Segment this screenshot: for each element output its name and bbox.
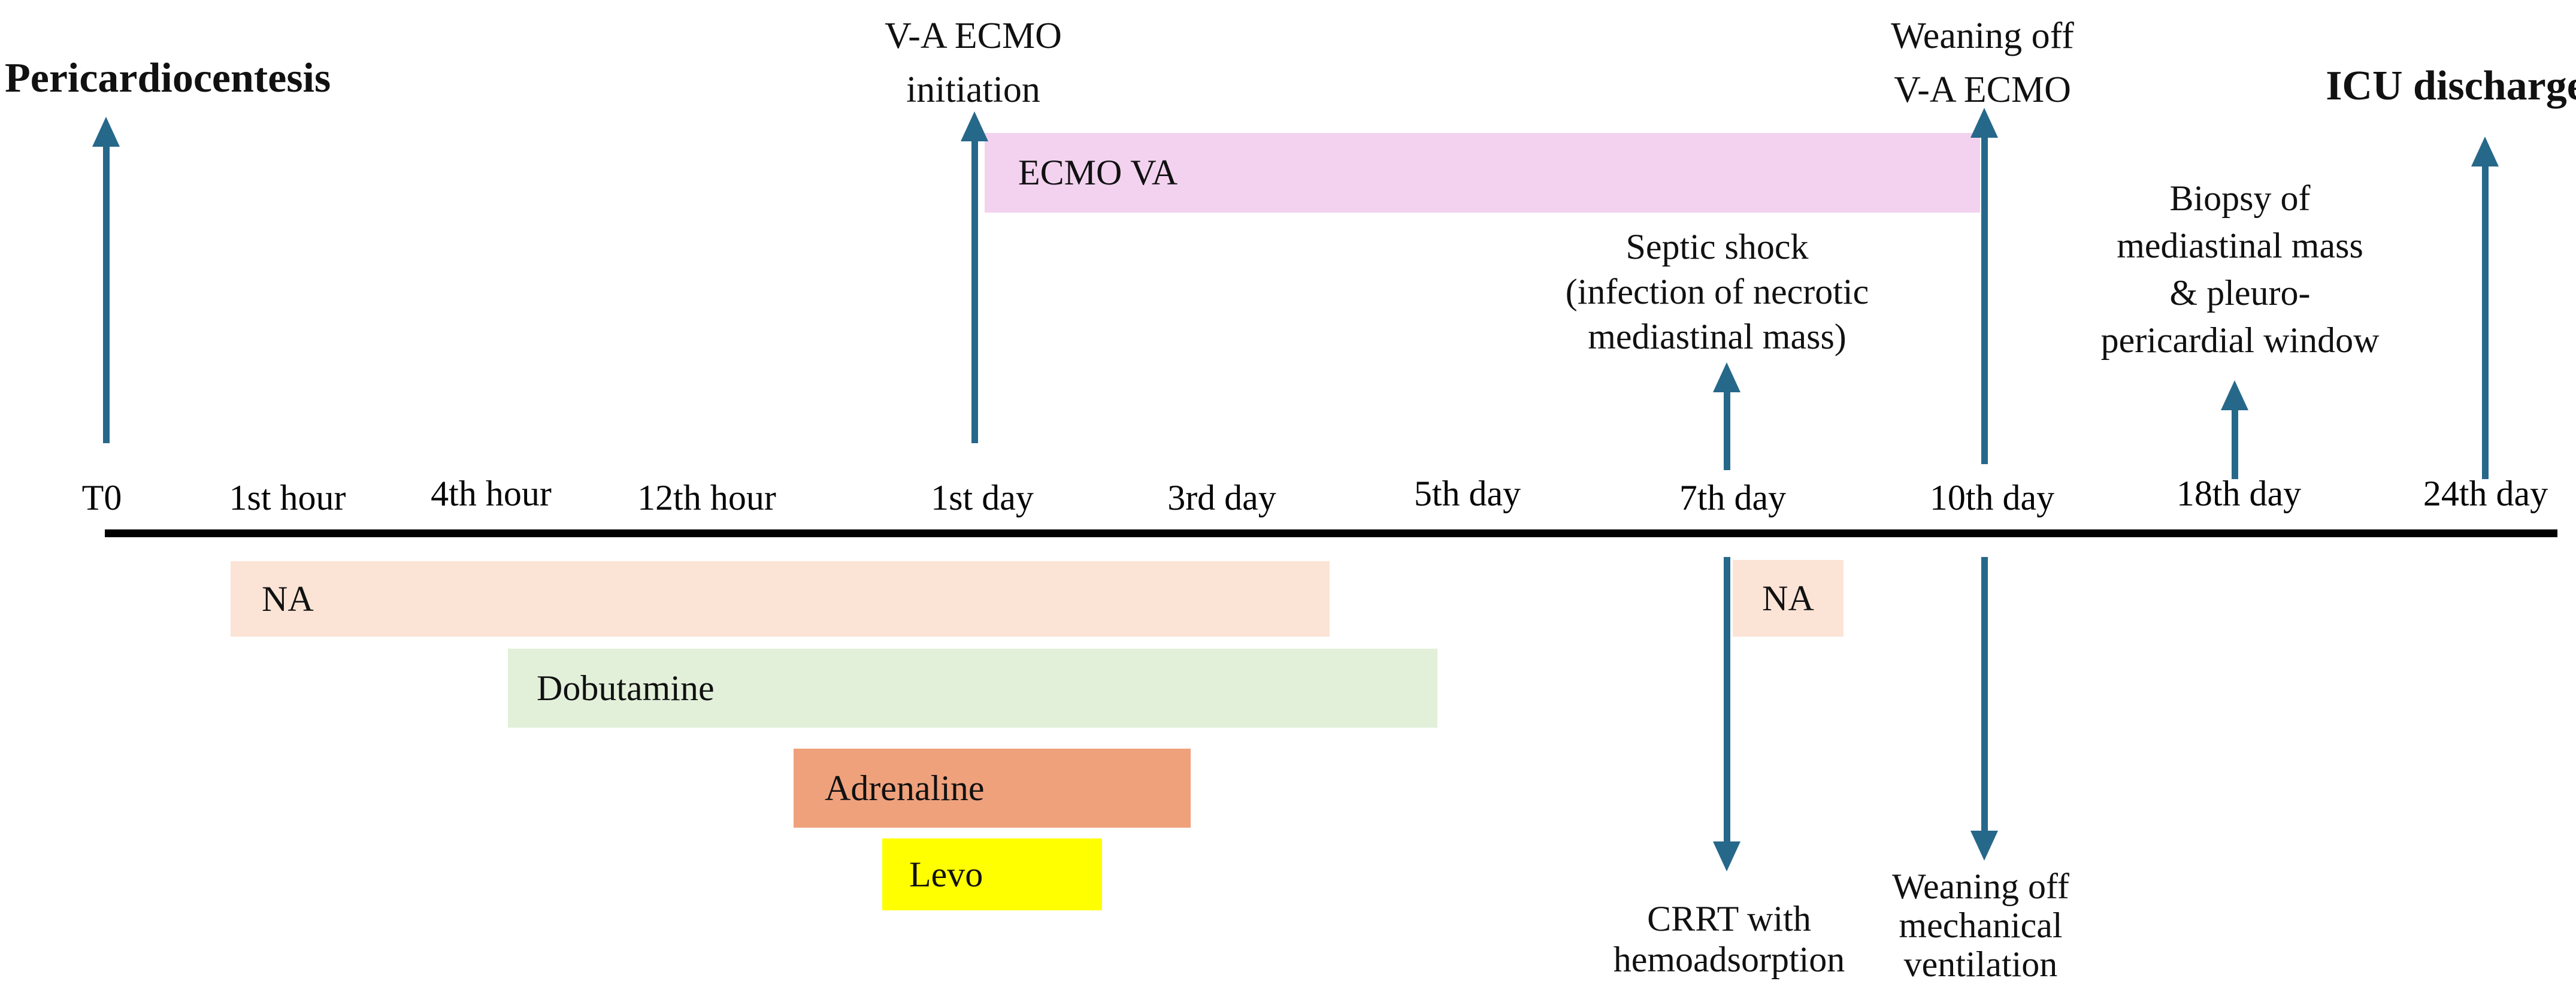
bar-levo: Levo	[882, 838, 1102, 910]
annotation-line-weaning-ventilation-1: mechanical	[1899, 906, 2063, 945]
tick-label-day-10: 10th day	[1929, 478, 2055, 517]
bar-na-2: NA	[1733, 560, 1844, 637]
annotation-va-ecmo-initiation: V-A ECMO initiation	[885, 9, 1062, 117]
tick-label-hour-4: 4th hour	[431, 474, 552, 513]
arrow-shaft-icu-discharge	[2481, 163, 2489, 479]
annotation-line-septic-shock-1: (infection of necrotic	[1565, 272, 1869, 311]
tick-label-day-18: 18th day	[2176, 474, 2302, 513]
annotation-line-biopsy-2: & pleuro-	[2169, 273, 2311, 313]
tick-label-t0: T0	[81, 478, 122, 517]
annotation-pericardiocentesis: Pericardiocentesis	[5, 55, 331, 102]
arrow-shaft-septic-shock	[1723, 389, 1730, 470]
arrow-down-icon-weaning-ventilation	[1970, 831, 1998, 861]
arrow-shaft-weaning-ventilation	[1981, 557, 1988, 834]
arrow-shaft-va-ecmo-initiation	[971, 138, 978, 443]
annotation-line-septic-shock-0: Septic shock	[1625, 227, 1809, 267]
tick-label-day-1: 1st day	[931, 478, 1034, 517]
bar-label-dobutamine: Dobutamine	[537, 668, 715, 708]
annotation-line-biopsy-1: mediastinal mass	[2117, 226, 2363, 265]
annotation-line-pericardiocentesis-0: Pericardiocentesis	[5, 55, 331, 101]
annotation-line-weaning-ventilation-0: Weaning off	[1892, 867, 2069, 906]
annotation-line-weaning-va-ecmo-0: Weaning off	[1891, 16, 2074, 56]
annotation-line-biopsy-3: pericardial window	[2100, 320, 2380, 360]
arrow-shaft-weaning-va-ecmo	[1981, 134, 1988, 464]
arrow-shaft-crrt	[1723, 557, 1730, 845]
bar-dobutamine: Dobutamine	[508, 649, 1437, 728]
arrow-up-icon-weaning-va-ecmo	[1970, 108, 1998, 138]
bar-na-1: NA	[231, 561, 1330, 637]
annotation-line-crrt-1: hemoadsorption	[1613, 940, 1845, 979]
annotation-line-crrt-0: CRRT with	[1647, 899, 1811, 938]
arrow-up-icon-septic-shock	[1713, 362, 1740, 392]
tick-label-day-5: 5th day	[1413, 474, 1521, 513]
annotation-septic-shock: Septic shock (infection of necrotic medias…	[1566, 225, 1869, 359]
annotation-line-va-ecmo-initiation-1: initiation	[906, 69, 1040, 110]
arrow-shaft-biopsy	[2231, 407, 2238, 479]
annotation-icu-discharge: ICU discharge	[2326, 63, 2576, 110]
bar-label-adrenaline: Adrenaline	[825, 768, 985, 808]
annotation-line-weaning-va-ecmo-1: V-A ECMO	[1894, 69, 2071, 110]
tick-label-day-24: 24th day	[2423, 474, 2548, 513]
annotation-line-biopsy-0: Biopsy of	[2169, 178, 2311, 218]
arrow-up-icon-pericardiocentesis	[92, 117, 120, 147]
arrow-up-icon-biopsy	[2221, 380, 2248, 410]
tick-label-day-7: 7th day	[1679, 478, 1787, 517]
bar-ecmo-va: ECMO VA	[985, 133, 1980, 213]
annotation-line-weaning-ventilation-2: ventilation	[1903, 944, 2058, 984]
annotation-line-septic-shock-2: mediastinal mass)	[1588, 317, 1847, 356]
annotation-line-va-ecmo-initiation-0: V-A ECMO	[885, 16, 1062, 56]
tick-label-hour-12: 12th hour	[637, 478, 776, 517]
bar-adrenaline: Adrenaline	[794, 749, 1191, 828]
annotation-line-icu-discharge-0: ICU discharge	[2326, 63, 2576, 109]
bar-label-na-1: NA	[262, 579, 314, 619]
timeline-axis	[105, 529, 2557, 537]
bar-label-ecmo-va: ECMO VA	[1018, 153, 1178, 192]
arrow-down-icon-crrt	[1713, 841, 1740, 871]
bar-label-levo: Levo	[909, 854, 983, 894]
annotation-biopsy: Biopsy of mediastinal mass & pleuro-perica…	[2101, 175, 2380, 364]
tick-label-day-3: 3rd day	[1167, 478, 1276, 517]
tick-label-hour-1: 1st hour	[229, 478, 346, 517]
arrow-shaft-pericardiocentesis	[102, 143, 110, 443]
bar-label-na-2: NA	[1762, 578, 1814, 618]
arrow-up-icon-icu-discharge	[2471, 137, 2499, 166]
arrow-up-icon-va-ecmo-initiation	[961, 111, 988, 141]
